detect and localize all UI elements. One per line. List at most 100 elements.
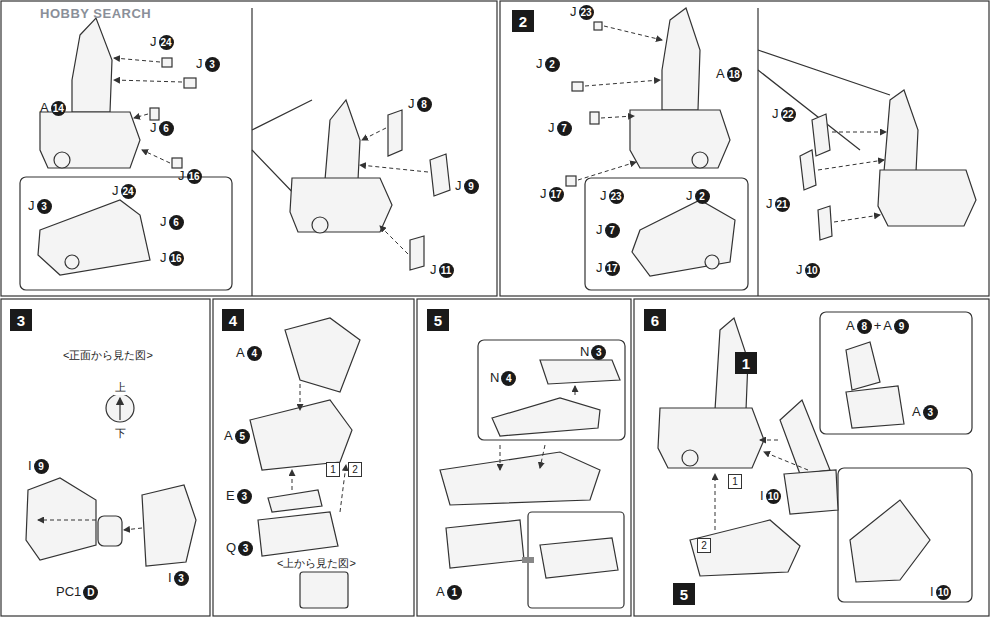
callout-group: PC1D xyxy=(56,584,98,600)
part-letter: I xyxy=(760,488,764,504)
callout-group: J2 xyxy=(686,188,710,204)
sub-step-box: 1 xyxy=(728,474,742,489)
watermark: HOBBY SEARCH xyxy=(40,6,151,21)
step-number: 2 xyxy=(701,540,707,551)
callout-group: A3 xyxy=(912,404,938,420)
step-number: 3 xyxy=(17,312,25,329)
callout-number: 2 xyxy=(545,57,560,72)
callout-group: J9 xyxy=(455,178,479,194)
callout-group: A1 xyxy=(436,584,462,600)
part-letter: J xyxy=(536,56,543,72)
callout-number: 24 xyxy=(159,35,174,50)
part-letter: A xyxy=(846,318,855,334)
callout-number: 16 xyxy=(187,169,202,184)
part-letter: J xyxy=(150,120,157,136)
callout-number: 7 xyxy=(557,121,572,136)
step-number: 1 xyxy=(732,476,738,487)
callout-number: 4 xyxy=(247,346,262,361)
callout-number: 18 xyxy=(727,67,742,82)
callout-group: J6 xyxy=(160,214,184,230)
part-letter: J xyxy=(600,188,607,204)
callout-number: 9 xyxy=(34,459,49,474)
part-letter: J xyxy=(160,214,167,230)
part-letter: J xyxy=(548,120,555,136)
callout-number: 16 xyxy=(169,251,184,266)
part-letter: J xyxy=(596,222,603,238)
callout-number: 8 xyxy=(857,319,872,334)
part-letter: J xyxy=(796,262,803,278)
callout-group: J16 xyxy=(178,168,202,184)
callout-number: 22 xyxy=(781,107,796,122)
callout-group: J24 xyxy=(112,183,136,199)
callout-group: A4 xyxy=(236,345,262,361)
sub-step-box: 1 xyxy=(326,462,340,477)
callout-group: J7 xyxy=(548,120,572,136)
callout-number: 9 xyxy=(894,319,909,334)
step-number-box: 6 xyxy=(644,309,666,331)
callout-number: 3 xyxy=(238,541,253,556)
view-note: 下 xyxy=(114,426,127,441)
callout-number: 3 xyxy=(237,489,252,504)
callout-group: A14 xyxy=(40,100,66,116)
callout-group: J8 xyxy=(408,96,432,112)
part-letter: J xyxy=(686,188,693,204)
part-letter: J xyxy=(408,96,415,112)
part-letter: J xyxy=(112,183,119,199)
callout-number: 2 xyxy=(695,189,710,204)
callout-number: 21 xyxy=(775,197,790,212)
callout-group: Q3 xyxy=(226,540,253,556)
part-letter: A xyxy=(883,318,892,334)
callout-number: 10 xyxy=(766,489,781,504)
part-letter: J xyxy=(150,34,157,50)
part-letter: J xyxy=(596,260,603,276)
sub-step-box: 2 xyxy=(697,538,711,553)
step-number: 6 xyxy=(651,312,659,329)
step-number: 2 xyxy=(519,13,527,30)
sub-step-box: 2 xyxy=(348,462,362,477)
step-number-box: 5 xyxy=(427,309,449,331)
step-number-box: 1 xyxy=(735,352,757,374)
callout-group: A5 xyxy=(224,428,250,444)
part-letter: J xyxy=(160,250,167,266)
callout-group: I10 xyxy=(930,584,951,600)
callout-number: 17 xyxy=(605,261,620,276)
part-letter: J xyxy=(540,186,547,202)
step-number: 4 xyxy=(229,312,237,329)
part-letter: A xyxy=(912,404,921,420)
callout-number: 6 xyxy=(159,121,174,136)
callout-number: 14 xyxy=(51,101,66,116)
view-note: 上 xyxy=(114,380,127,395)
step-number: 1 xyxy=(330,464,336,475)
part-letter: J xyxy=(178,168,185,184)
callout-group: HOBBY SEARCH xyxy=(40,6,151,21)
callout-group: N4 xyxy=(490,370,516,386)
part-letter: J xyxy=(766,196,773,212)
callout-group: J17 xyxy=(540,186,564,202)
callout-group: J6 xyxy=(150,120,174,136)
callout-group: J21 xyxy=(766,196,790,212)
callout-group: N3 xyxy=(580,344,606,360)
part-letter: I xyxy=(168,570,172,586)
callout-number: 3 xyxy=(205,57,220,72)
callout-group: A8+A9 xyxy=(846,318,909,334)
callout-group: J10 xyxy=(796,262,820,278)
callout-group: 上 xyxy=(114,380,127,395)
part-letter: I xyxy=(930,584,934,600)
callout-group: E3 xyxy=(226,488,252,504)
part-letter: A xyxy=(40,100,49,116)
part-letter: A xyxy=(716,66,725,82)
callout-number: 1 xyxy=(447,585,462,600)
callout-number: 3 xyxy=(591,345,606,360)
step-number: 5 xyxy=(680,586,688,603)
callout-number: 23 xyxy=(609,189,624,204)
callout-group: <正面から見た図> xyxy=(62,348,154,363)
callout-number: D xyxy=(83,585,98,600)
callout-number: 3 xyxy=(37,199,52,214)
callout-group: J16 xyxy=(160,250,184,266)
plus-sign: + xyxy=(874,318,882,334)
callout-number: 8 xyxy=(417,97,432,112)
part-letter: PC1 xyxy=(56,584,81,600)
step-number: 2 xyxy=(352,464,358,475)
callout-number: 23 xyxy=(579,5,594,20)
